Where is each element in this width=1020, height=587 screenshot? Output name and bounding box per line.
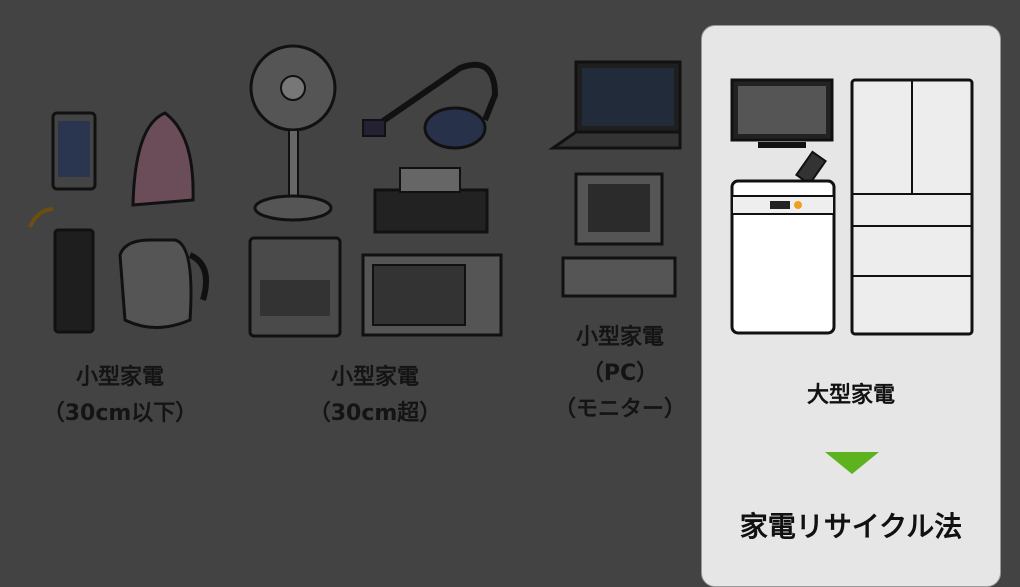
group-label-pc-monitor: 小型家電 （PC） （モニター） xyxy=(530,320,710,428)
fan-icon xyxy=(249,44,337,222)
group-label-small-over-30cm: 小型家電 （30cm超） xyxy=(285,360,465,432)
group-label-large-appliances: 大型家電 xyxy=(701,378,1001,414)
label-line: 小型家電 xyxy=(75,365,164,390)
label-line: （モニター） xyxy=(553,397,686,422)
label-line: （30cm超） xyxy=(308,401,442,426)
label-line: 大型家電 xyxy=(806,383,895,408)
label-line: 小型家電 xyxy=(575,325,664,350)
label-line: （PC） xyxy=(581,361,659,386)
router-icon xyxy=(28,207,95,334)
pc-monitor-illustration xyxy=(548,60,682,298)
printer-icon xyxy=(373,167,489,234)
microwave-icon xyxy=(361,253,503,337)
laptop-icon xyxy=(548,60,682,150)
down-arrow-icon xyxy=(825,452,879,474)
label-line: 小型家電 xyxy=(330,365,419,390)
kettle-icon xyxy=(118,238,209,329)
group-label-small-under-30cm: 小型家電 （30cm以下） xyxy=(30,360,210,432)
desktop-pc-icon xyxy=(561,172,677,298)
refrigerator-icon xyxy=(850,78,974,336)
appliance-recycling-law-title: 家電リサイクル法 xyxy=(739,510,963,543)
small-appliances-over-30cm-illustration xyxy=(248,44,503,338)
large-appliances-illustration xyxy=(730,78,974,336)
iron-icon xyxy=(131,111,195,207)
washing-machine-icon xyxy=(730,179,836,335)
heater-icon xyxy=(248,236,342,338)
label-line: （30cm以下） xyxy=(42,401,198,426)
vacuum-icon xyxy=(362,61,499,150)
tv-icon xyxy=(730,78,834,148)
remote-icon xyxy=(795,150,827,186)
small-appliances-illustration xyxy=(28,111,209,334)
smartphone-icon xyxy=(51,111,97,191)
